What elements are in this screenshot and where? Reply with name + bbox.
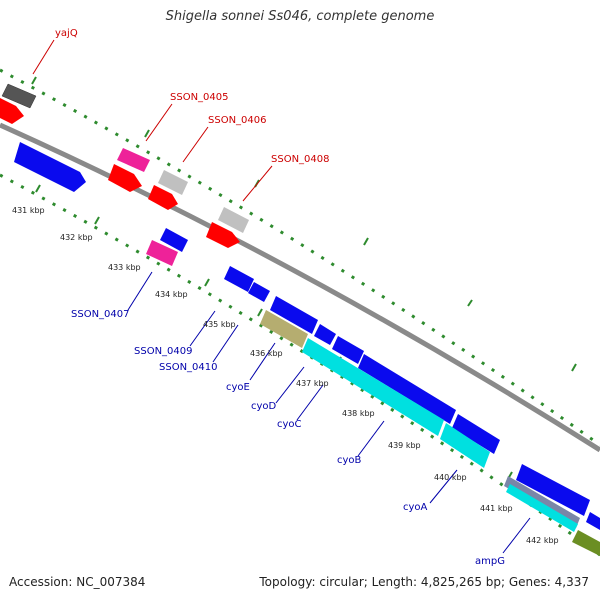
gene-label-sson0407[interactable]: SSON_0407 bbox=[71, 309, 130, 320]
tick-label: 437 kbp bbox=[296, 379, 329, 388]
map-title: Shigella sonnei Ss046, complete genome bbox=[165, 9, 435, 24]
gene-box[interactable] bbox=[14, 142, 86, 192]
gene-sson0406-box[interactable] bbox=[158, 170, 188, 195]
gene-box[interactable] bbox=[0, 98, 24, 124]
gene-box[interactable] bbox=[160, 228, 188, 252]
gene-sson0407-box[interactable] bbox=[146, 240, 178, 266]
gene-cyoc-box[interactable] bbox=[332, 336, 364, 364]
gene-box[interactable] bbox=[206, 222, 240, 248]
gene-label-sson0406[interactable]: SSON_0406 bbox=[208, 115, 267, 126]
gene-sson0410-box[interactable] bbox=[248, 282, 270, 302]
gene-box[interactable] bbox=[516, 464, 590, 516]
inner-dotted-ring bbox=[0, 173, 600, 557]
tick-label: 440 kbp bbox=[434, 473, 467, 482]
tick-label: 434 kbp bbox=[155, 290, 188, 299]
gene-box[interactable] bbox=[148, 185, 178, 210]
gene-box[interactable] bbox=[452, 414, 500, 454]
tick-label: 433 kbp bbox=[108, 263, 141, 272]
gene-label-cyoe[interactable]: cyoE bbox=[226, 382, 250, 393]
gene-box[interactable] bbox=[586, 512, 600, 530]
tick-label: 439 kbp bbox=[388, 441, 421, 450]
tick-label: 442 kbp bbox=[526, 536, 559, 545]
gene-label-ampg[interactable]: ampG bbox=[475, 556, 505, 567]
genome-backbone bbox=[0, 122, 600, 453]
forward-genes bbox=[0, 83, 249, 248]
gene-sson0405-box[interactable] bbox=[117, 148, 150, 172]
outer-dotted-ring bbox=[0, 68, 600, 447]
tick-label: 441 kbp bbox=[480, 504, 513, 513]
gene-sson0408-box[interactable] bbox=[218, 207, 249, 233]
gene-label-sson0405[interactable]: SSON_0405 bbox=[170, 92, 229, 103]
gene-box[interactable] bbox=[108, 164, 142, 192]
gene-cyoa-box[interactable] bbox=[440, 423, 490, 468]
gene-label-cyoa[interactable]: cyoA bbox=[403, 502, 428, 513]
forward-leaders bbox=[32, 39, 273, 202]
gene-box[interactable] bbox=[506, 484, 578, 532]
gene-label-cyob[interactable]: cyoB bbox=[337, 455, 362, 466]
gene-label-sson0409[interactable]: SSON_0409 bbox=[134, 346, 193, 357]
accession-label: Accession: NC_007384 bbox=[9, 575, 146, 589]
gene-label-sson0410[interactable]: SSON_0410 bbox=[159, 362, 218, 373]
gene-label-sson0408[interactable]: SSON_0408 bbox=[271, 154, 330, 165]
gene-box[interactable] bbox=[358, 354, 456, 424]
tick-label: 435 kbp bbox=[203, 320, 236, 329]
gene-cyod-box[interactable] bbox=[314, 324, 336, 345]
outer-tick-ring bbox=[0, 62, 600, 430]
tick-label: 432 kbp bbox=[60, 233, 93, 242]
reverse-genes bbox=[14, 142, 600, 556]
gene-cyob-box[interactable] bbox=[302, 338, 444, 436]
gene-box[interactable] bbox=[572, 530, 600, 556]
reverse-leaders bbox=[127, 271, 531, 554]
tick-label: 438 kbp bbox=[342, 409, 375, 418]
tick-label: 431 kbp bbox=[12, 206, 45, 215]
gene-cyoe-box[interactable] bbox=[260, 310, 308, 348]
gene-label-yajq[interactable]: yajQ bbox=[55, 28, 78, 39]
gene-label-cyoc[interactable]: cyoC bbox=[277, 419, 302, 430]
gene-label-cyod[interactable]: cyoD bbox=[251, 401, 277, 412]
inner-major-ticks bbox=[35, 184, 553, 513]
gene-box[interactable] bbox=[270, 296, 318, 334]
gene-yajq-box[interactable] bbox=[1, 83, 37, 109]
topology-label: Topology: circular; Length: 4,825,265 bp… bbox=[259, 575, 589, 589]
tick-label: 436 kbp bbox=[250, 349, 283, 358]
gene-sson0409-box[interactable] bbox=[224, 266, 254, 292]
